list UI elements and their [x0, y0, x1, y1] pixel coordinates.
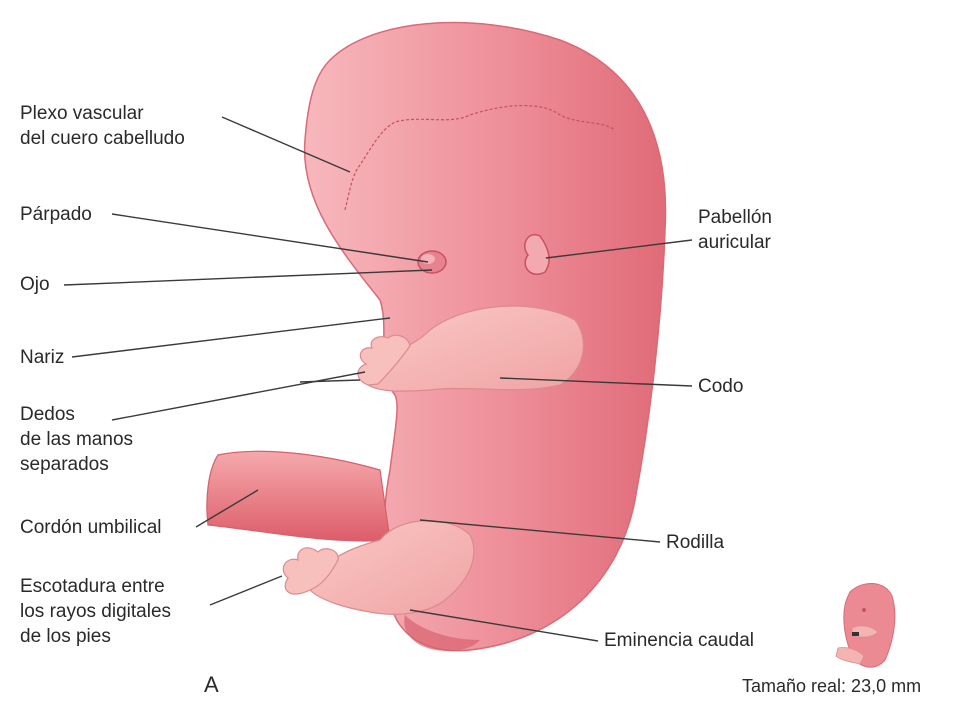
umbilical-cord — [207, 451, 390, 541]
label-codo: Codo — [698, 374, 743, 399]
label-parpado: Párpado — [20, 202, 92, 227]
leader-nariz — [72, 318, 390, 357]
label-pabellon-auricular: Pabellón auricular — [698, 205, 772, 255]
eyelid — [421, 254, 435, 264]
label-dedos-manos: Dedos de las manos separados — [20, 402, 133, 477]
actual-size-caption: Tamaño real: 23,0 mm — [742, 676, 921, 697]
label-ojo: Ojo — [20, 272, 50, 297]
label-plexo-vascular: Plexo vascular del cuero cabelludo — [20, 101, 185, 151]
label-nariz: Nariz — [20, 345, 64, 370]
leader-dedos — [112, 372, 365, 420]
label-escotadura: Escotadura entre los rayos digitales de … — [20, 574, 171, 649]
label-eminencia-caudal: Eminencia caudal — [604, 628, 754, 653]
leader-escotadura — [210, 576, 282, 605]
leader-dedos-2 — [300, 380, 360, 382]
actual-size-embryo — [836, 583, 895, 667]
label-rodilla: Rodilla — [666, 530, 724, 555]
panel-letter: A — [204, 672, 219, 698]
label-cordon-umbilical: Cordón umbilical — [20, 515, 162, 540]
